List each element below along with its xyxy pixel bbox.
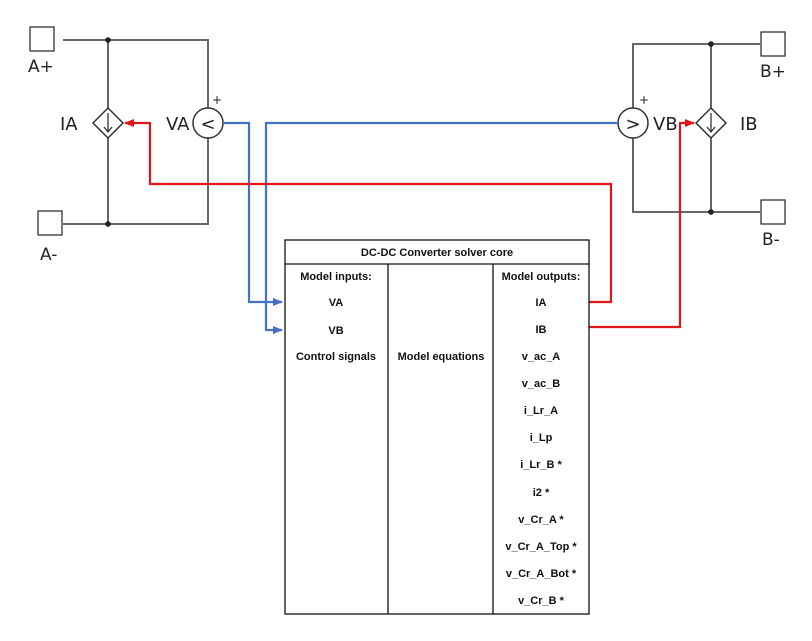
output-i-lp: i_Lp: [530, 432, 553, 444]
b-side-circuit: [632, 41, 760, 215]
terminal-a-plus-label: A+: [28, 57, 54, 77]
output-v-cr-a-bot: v_Cr_A_Bot *: [506, 568, 577, 580]
terminal-a-minus: [37, 210, 63, 236]
output-ia: IA: [536, 297, 547, 309]
current-source-ib: [694, 106, 728, 140]
vb-meter-symbol: >: [625, 114, 640, 135]
va-meter-symbol: <: [200, 114, 215, 135]
terminal-a-minus-label: A-: [40, 245, 57, 265]
va-signal-wire: [223, 121, 283, 306]
ib-signal-wire: [588, 119, 695, 329]
terminal-a-plus: [29, 26, 55, 52]
terminal-b-plus-label: B+: [760, 62, 786, 82]
output-v-ac-a: v_ac_A: [522, 351, 561, 363]
inputs-header: Model inputs:: [300, 271, 372, 283]
a-side-circuit: [63, 37, 209, 227]
input-vb: VB: [328, 325, 343, 337]
output-ib: IB: [536, 324, 547, 336]
output-v-ac-b: v_ac_B: [522, 378, 561, 390]
va-plus-sign: +: [212, 93, 222, 107]
ia-source-label: IA: [60, 114, 78, 135]
output-i-lr-a: i_Lr_A: [524, 405, 558, 417]
output-i-lr-b: i_Lr_B *: [520, 459, 562, 471]
ib-source-label: IB: [740, 114, 758, 135]
terminal-b-minus-label: B-: [762, 230, 780, 250]
solver-core-block: [284, 239, 590, 615]
output-i2: i2 *: [533, 487, 550, 499]
solver-title: DC-DC Converter solver core: [361, 247, 513, 259]
vb-plus-sign: +: [639, 93, 649, 107]
vb-signal-wire: [264, 121, 618, 334]
input-control-signals: Control signals: [296, 351, 376, 363]
output-v-cr-a: v_Cr_A *: [518, 514, 564, 526]
terminal-b-plus: [760, 31, 786, 57]
current-source-ia: [91, 106, 125, 140]
ia-signal-wire: [124, 119, 613, 304]
voltage-meter-va: <: [192, 107, 224, 139]
outputs-header: Model outputs:: [502, 271, 581, 283]
output-v-cr-b: v_Cr_B *: [518, 595, 565, 607]
model-equations: Model equations: [398, 351, 485, 363]
va-source-label: VA: [166, 114, 190, 135]
output-v-cr-a-top: v_Cr_A_Top *: [505, 541, 577, 553]
terminal-b-minus: [760, 199, 786, 225]
input-va: VA: [329, 297, 344, 309]
voltage-meter-vb: >: [617, 107, 649, 139]
vb-source-label: VB: [653, 114, 678, 135]
